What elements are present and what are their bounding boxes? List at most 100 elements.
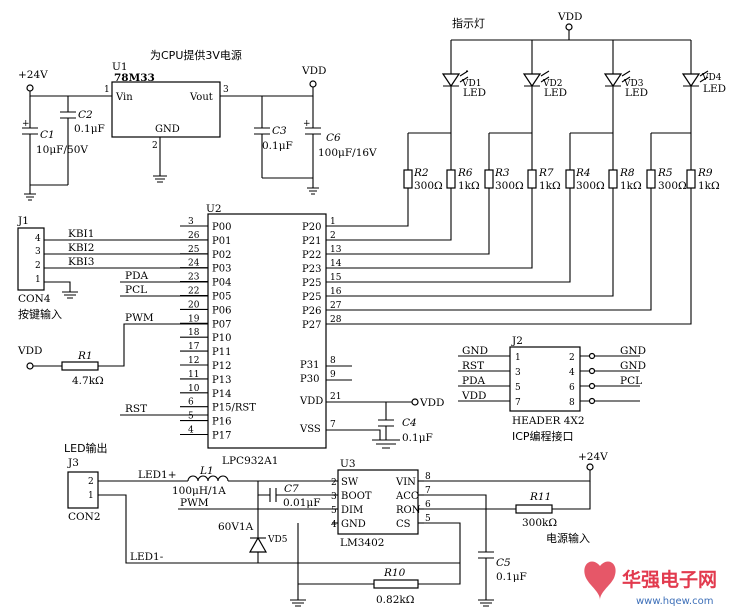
u2-left-pin-name: P05: [212, 292, 231, 303]
u3-left-pin-num: 5: [331, 506, 337, 516]
led-vd4: VD4 LED: [681, 40, 726, 133]
c1-value: 10μF/50V: [36, 144, 88, 156]
j1-connector: J1 CON4 按键输入 4 3 2 1: [17, 215, 62, 321]
c3-ref: C3: [272, 125, 287, 137]
u1-pin1: 1: [104, 85, 110, 95]
u3-right-pin-num: 7: [425, 486, 431, 496]
resistor-r7: R7 1kΩ: [527, 167, 561, 192]
net-vdd-r1: VDD: [17, 345, 42, 357]
net-vdd-regulator: VDD: [301, 65, 326, 77]
j2-left-pin-net: RST: [462, 360, 484, 372]
diode-vd5: 60V1A VD5: [218, 495, 288, 563]
u3-right-pin-num: 5: [425, 514, 431, 524]
r9-value: 1kΩ: [698, 180, 720, 192]
u2-right-pin-num: 16: [330, 287, 342, 297]
vd3-name: LED: [625, 87, 648, 99]
j2-pin-terminal: [588, 382, 596, 390]
u2-left-pin-num: 10: [188, 384, 200, 394]
u2-right-pin-name: P21: [302, 236, 321, 247]
u3-right-pin-name: RON: [396, 505, 421, 516]
u2-left-pin-num: 11: [188, 370, 199, 380]
u1-ref: U1: [112, 61, 128, 73]
u2-left-pin-name: P03: [212, 264, 231, 275]
resistor-r5: R5 300Ω: [646, 167, 687, 192]
hqew-logo-icon: [584, 561, 616, 600]
u2-vss-num: 7: [330, 420, 336, 430]
resistor-r6: R6 1kΩ: [446, 167, 480, 192]
u2-left-pin-name: P14: [212, 389, 231, 400]
led-vd3: VD3 LED: [603, 40, 648, 133]
u2-right-pin-num: 28: [330, 315, 342, 325]
u3-right-pin-name: ACC: [395, 491, 419, 502]
u2-ref: U2: [206, 203, 222, 215]
j2-left-pin-num: 5: [515, 383, 521, 393]
vd3-ref: VD3: [623, 79, 644, 89]
j2-right-pin-net: GND: [620, 360, 646, 372]
net-24v-top: +24V: [18, 69, 48, 81]
u2-right-pin-name: P26: [302, 306, 321, 317]
u2-right-pin-num: 1: [330, 217, 336, 227]
r11-ref: R11: [529, 491, 551, 503]
u2-right-pin-name: P25: [302, 278, 321, 289]
r2-value: 300Ω: [414, 180, 443, 192]
u2-right-pin-name: P27: [302, 320, 321, 331]
vd1-name: LED: [463, 87, 486, 99]
u2-p31-num: 8: [330, 356, 336, 366]
u3-left-pin-name: GND: [341, 519, 366, 530]
u1-regulator: U1 78M33 Vin Vout GND 1 3 2: [104, 61, 229, 151]
u2-left-pin-name: P10: [212, 333, 231, 344]
j2-right-pin-num: 6: [569, 383, 575, 393]
u1-gnd-label: GND: [155, 124, 180, 135]
u3-part: LM3402: [340, 537, 384, 549]
u1-pin3: 3: [223, 85, 229, 95]
j2-left-pin-num: 7: [515, 398, 521, 408]
vd1-ref: VD1: [461, 79, 481, 89]
net-led1p: LED1+: [138, 469, 177, 481]
net-24v-u3: +24V: [578, 451, 608, 463]
resistor-r4: R4 300Ω: [565, 167, 605, 192]
u2-left-pin-name: P00: [212, 222, 231, 233]
u2-left-pin-num: 12: [188, 356, 199, 366]
vd5-ref: VD5: [267, 535, 288, 545]
net-led1m: LED1-: [130, 551, 164, 563]
u2-right-pin-num: 2: [330, 231, 336, 241]
u2-left-pin-name: P16: [212, 417, 231, 428]
r4-ref: R4: [575, 167, 591, 179]
net-pwm-u2: PWM: [125, 312, 154, 324]
u2-left-pin-num: 3: [188, 217, 194, 227]
j1-pin4: 4: [35, 234, 41, 244]
u2-left-pin-name: P13: [212, 375, 231, 386]
c6-ref: C6: [326, 132, 341, 144]
j2-ref: J2: [511, 335, 523, 347]
u2-left-pin-num: 26: [188, 231, 200, 241]
c2-value: 0.1μF: [74, 123, 105, 135]
c7-value: 0.01μF: [283, 497, 321, 509]
u1-vin-label: Vin: [115, 92, 133, 103]
vd5-value: 60V1A: [218, 521, 254, 533]
u2-vss-name: VSS: [299, 424, 321, 435]
u2-left-pin-num: 5: [188, 412, 194, 422]
u2-left-pins: P003P0126P0225P0324P0423P0522P0620P0719P…: [180, 217, 256, 442]
u1-vout-label: Vout: [189, 92, 213, 103]
r11-value: 300kΩ: [522, 517, 557, 529]
j3-part: CON2: [68, 511, 101, 523]
u2-left-pin-name: P01: [212, 236, 231, 247]
u3-left-pin-num: 2: [331, 478, 337, 488]
j2-right-pin-num: 8: [569, 398, 575, 408]
u3-right-pin-num: 6: [425, 500, 431, 510]
r1-ref: R1: [77, 350, 93, 362]
regulator-title: 为CPU提供3V电源: [150, 48, 242, 62]
net-pda-u2: PDA: [125, 270, 148, 282]
keys-label: 按键输入: [18, 307, 62, 321]
j2-right-pin-net: PCL: [620, 375, 642, 387]
u3-right-pin-name: VIN: [395, 477, 416, 488]
j1-part: CON4: [18, 293, 51, 305]
u2-left-pin-num: 25: [188, 245, 200, 255]
j1-pin2: 2: [35, 261, 41, 271]
